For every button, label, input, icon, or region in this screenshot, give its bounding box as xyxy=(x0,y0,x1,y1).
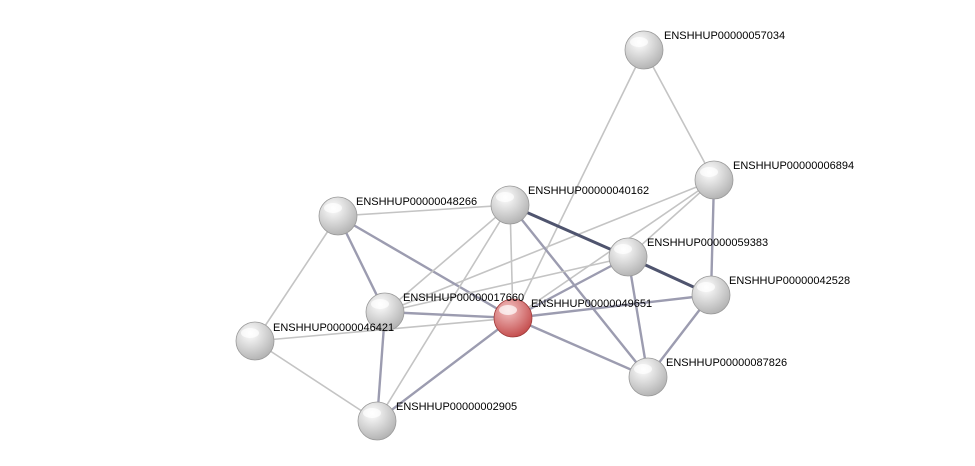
node-highlight-n87826 xyxy=(634,364,652,374)
node-label-n17660: ENSHHUP00000017660 xyxy=(403,292,524,304)
node-highlight-n57034 xyxy=(630,37,648,47)
edge-n48266-n40162 xyxy=(337,204,511,217)
node-n57034[interactable] xyxy=(624,30,664,70)
node-sphere-n40162[interactable] xyxy=(490,185,530,225)
node-label-n59383: ENSHHUP00000059383 xyxy=(647,237,768,249)
edge-n59383-n46421 xyxy=(384,256,629,313)
edge-n48266-n49651 xyxy=(336,214,515,320)
nodes-layer xyxy=(235,30,734,441)
node-n59383[interactable] xyxy=(608,237,648,277)
node-label-n06894: ENSHHUP00000006894 xyxy=(733,160,854,172)
node-sphere-nA[interactable] xyxy=(235,321,275,361)
edge-n40162-n02905 xyxy=(376,204,511,422)
node-sphere-n59383[interactable] xyxy=(608,237,648,277)
edge-n40162-n87826 xyxy=(508,203,650,379)
node-label-n46421: ENSHHUP00000046421 xyxy=(273,322,394,334)
node-sphere-n42528[interactable] xyxy=(691,275,731,315)
node-sphere-n57034[interactable] xyxy=(624,30,664,70)
node-highlight-n06894 xyxy=(700,167,718,177)
node-n46421[interactable] xyxy=(365,292,405,332)
node-nA[interactable] xyxy=(235,321,275,361)
node-sphere-n49651[interactable] xyxy=(493,298,533,338)
node-label-n42528: ENSHHUP00000042528 xyxy=(729,275,850,287)
edge-n59383-n49651 xyxy=(511,255,630,320)
node-sphere-n02905[interactable] xyxy=(357,401,397,441)
node-sphere-n87826[interactable] xyxy=(628,357,668,397)
node-highlight-n48266 xyxy=(324,203,342,213)
node-label-n48266: ENSHHUP00000048266 xyxy=(356,196,477,208)
edge-n42528-n49651 xyxy=(511,293,713,320)
edge-n40162-n59383 xyxy=(508,203,630,259)
node-n40162[interactable] xyxy=(490,185,530,225)
node-highlight-n46421 xyxy=(371,299,389,309)
node-highlight-n02905 xyxy=(363,408,381,418)
node-n42528[interactable] xyxy=(691,275,731,315)
node-highlight-nA xyxy=(241,328,259,338)
edge-n49651-n46421 xyxy=(383,310,515,320)
node-highlight-n59383 xyxy=(614,244,632,254)
node-n02905[interactable] xyxy=(357,401,397,441)
node-n49651[interactable] xyxy=(493,298,533,338)
node-label-n87826: ENSHHUP00000087826 xyxy=(666,357,787,369)
node-highlight-n42528 xyxy=(697,282,715,292)
node-highlight-n40162 xyxy=(496,192,514,202)
node-label-n02905: ENSHHUP00000002905 xyxy=(396,401,517,413)
node-label-n57034: ENSHHUP00000057034 xyxy=(664,30,785,42)
node-highlight-n49651 xyxy=(499,305,517,315)
edge-n57034-n06894 xyxy=(643,49,715,181)
labels-layer: ENSHHUP00000057034ENSHHUP00000006894ENSH… xyxy=(273,30,854,413)
edge-n40162-n46421 xyxy=(384,204,511,313)
edge-n57034-n49651 xyxy=(512,49,645,319)
node-sphere-n48266[interactable] xyxy=(318,196,358,236)
edge-n49651-n02905 xyxy=(375,316,515,423)
node-n87826[interactable] xyxy=(628,357,668,397)
edge-n49651-n87826 xyxy=(511,316,650,379)
node-label-n49651: ENSHHUP00000049651 xyxy=(531,298,652,310)
node-label-n40162: ENSHHUP00000040162 xyxy=(528,185,649,197)
edge-n59383-n87826 xyxy=(626,255,650,379)
edge-n06894-n46421 xyxy=(384,179,715,313)
edge-n48266-nA xyxy=(254,215,339,342)
node-n06894[interactable] xyxy=(694,160,734,200)
node-sphere-n06894[interactable] xyxy=(694,160,734,200)
edge-nA-n02905 xyxy=(254,340,378,422)
node-n48266[interactable] xyxy=(318,196,358,236)
